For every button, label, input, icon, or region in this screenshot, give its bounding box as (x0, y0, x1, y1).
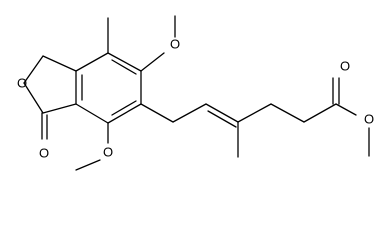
bond-lines (23, 15, 370, 171)
chemical-structure-diagram: O O O O O O (17, 15, 374, 171)
atom-label-ester-carbonyl-o: O (340, 58, 350, 73)
bond-ring-right-lower (107, 103, 142, 124)
bond-ring-right-lower-inner (111, 100, 137, 116)
bond-ome-lower-methyl (75, 159, 101, 171)
atom-label-methoxy-upper-o: O (170, 36, 180, 51)
bond-ch2-ch2 (270, 103, 305, 123)
bond-ring-left-upper (75, 52, 109, 72)
bond-ring-top-inner (111, 59, 137, 75)
bond-ring-ome-upper (140, 52, 165, 72)
atom-label-ester-o: O (364, 111, 374, 126)
bond-ring-top (107, 52, 142, 72)
bond-c-ch2 (237, 103, 272, 123)
atom-labels: O O O O O O (17, 36, 374, 160)
atom-label-lactone-o: O (17, 75, 27, 90)
bond-ring-ch2 (140, 103, 174, 123)
bond-carbonyl-ring (42, 103, 77, 114)
bond-ch2-ester-c (303, 103, 337, 123)
atom-label-lactone-carbonyl-o: O (39, 145, 49, 160)
atom-label-methoxy-lower-o: O (103, 144, 113, 159)
bond-ch-c-double-inner (207, 110, 237, 128)
bond-ch2-o (23, 55, 44, 84)
bond-ch2-ch (172, 103, 207, 123)
bond-ring-left-lower (75, 103, 109, 124)
bond-ester-c-o (335, 103, 357, 116)
bond-o-carbonyl (23, 82, 44, 114)
bond-ch-c-double (205, 103, 239, 123)
bond-ch2-ring (42, 55, 77, 72)
